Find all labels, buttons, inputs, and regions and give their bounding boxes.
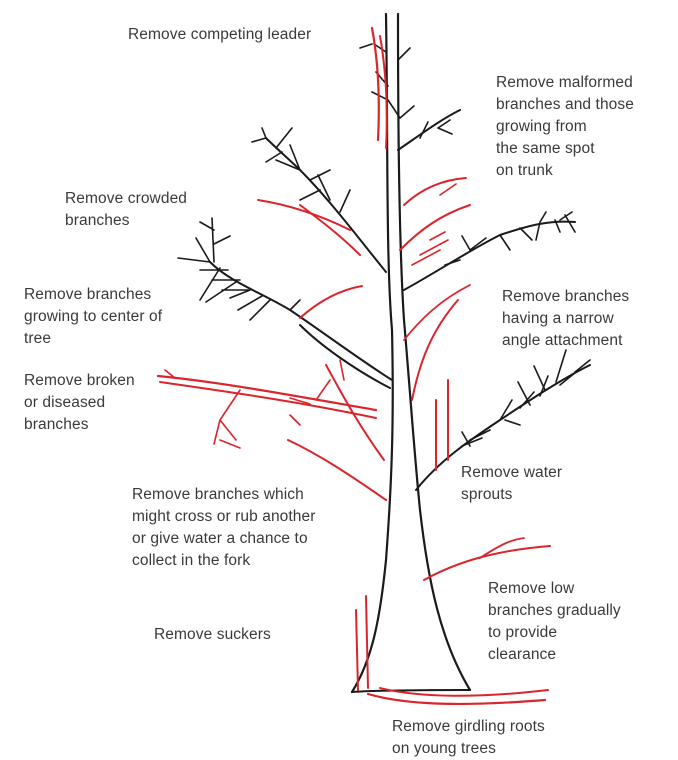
label-low-branches: Remove low branches gradually to provide… <box>488 578 621 666</box>
right-mid-twigs <box>445 212 575 265</box>
label-water-sprouts: Remove water sprouts <box>461 462 562 506</box>
malformed-twigs <box>412 184 456 265</box>
cross-twigs <box>290 360 344 425</box>
low-branch <box>424 546 550 580</box>
label-girdling-roots: Remove girdling roots on young trees <box>392 716 545 760</box>
label-center-of-tree: Remove branches growing to center of tre… <box>24 284 162 350</box>
trunk-base <box>352 690 470 692</box>
trunk-right-edge <box>398 14 470 690</box>
label-crowded: Remove crowded branches <box>65 188 187 232</box>
label-suckers: Remove suckers <box>154 624 271 646</box>
label-broken-diseased: Remove broken or diseased branches <box>24 370 135 436</box>
broken-twigs <box>165 370 310 448</box>
competing-leader <box>372 28 379 140</box>
broken-branch-2 <box>160 382 376 418</box>
label-cross-rub: Remove branches which might cross or rub… <box>132 484 316 572</box>
upper-right-branch <box>398 110 460 150</box>
malformed-branch-2 <box>400 205 470 250</box>
narrow-angle-branch-2 <box>404 285 470 340</box>
left-scaffold-branch-lower <box>300 325 390 388</box>
sucker-2 <box>366 596 368 688</box>
label-competing-leader: Remove competing leader <box>128 24 311 46</box>
sucker-1 <box>356 610 358 690</box>
narrow-angle-branch <box>412 300 458 400</box>
label-malformed: Remove malformed branches and those grow… <box>496 72 634 182</box>
broken-branch <box>158 376 376 410</box>
malformed-branch <box>404 178 466 205</box>
center-branch <box>300 286 362 318</box>
label-narrow-angle: Remove branches having a narrow angle at… <box>502 286 629 352</box>
crowded-branch <box>258 200 350 230</box>
